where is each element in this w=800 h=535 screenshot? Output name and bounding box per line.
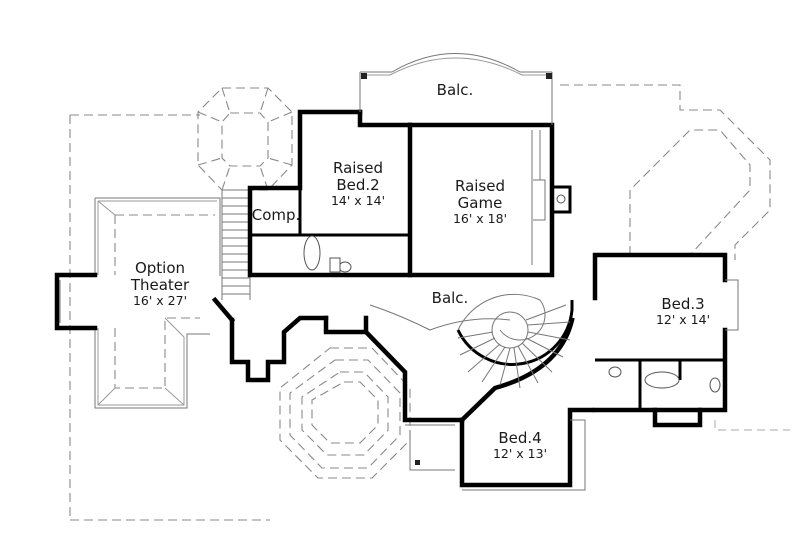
roof-outline <box>69 84 790 521</box>
gazebo-top-left <box>197 87 293 191</box>
spiral-stair <box>456 293 574 389</box>
straight-stair <box>221 189 251 300</box>
gazebo-bottom-center <box>279 347 411 479</box>
walls <box>211 53 739 491</box>
theater-outline <box>54 197 221 409</box>
